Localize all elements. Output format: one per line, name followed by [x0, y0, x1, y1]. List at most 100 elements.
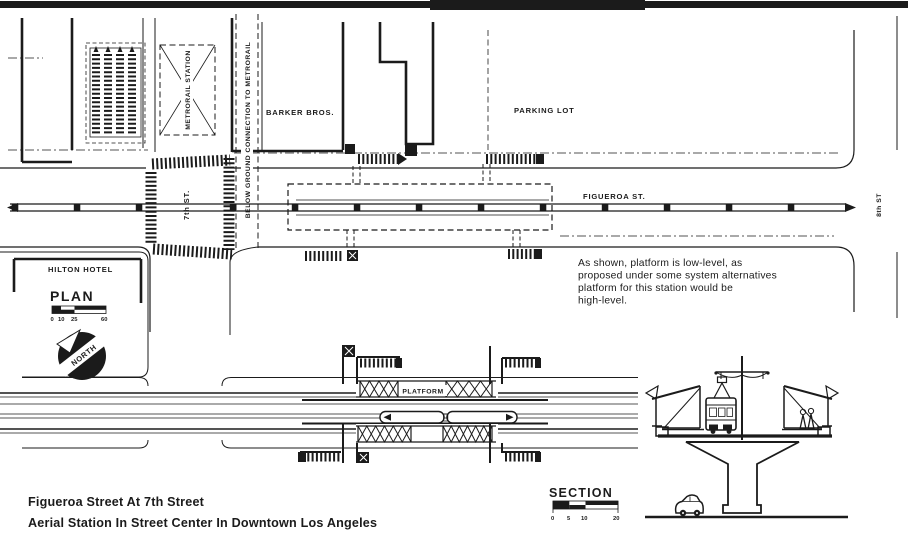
label-underlay [181, 48, 193, 132]
person-body [799, 414, 807, 430]
scale-tick: 10 [581, 516, 587, 522]
canopy-east [783, 384, 840, 429]
section-view: SECTION 0 5 10 20 [549, 356, 848, 522]
train-car [446, 410, 518, 424]
car-hub [682, 512, 684, 514]
column-marker [353, 204, 361, 211]
escalator-bank-outline [89, 47, 142, 138]
lrv-truck [723, 424, 732, 430]
column-marker [663, 204, 671, 211]
hilton-hotel-label: HILTON HOTEL [48, 265, 113, 274]
section-title-block: SECTION 0 5 10 20 [549, 486, 619, 522]
car-body [674, 494, 704, 514]
caption-line-1: Figueroa Street At 7th Street [28, 495, 205, 509]
car-window-lines [682, 496, 700, 502]
column-marker [73, 204, 81, 211]
column-marker [415, 204, 423, 211]
canopy-brace [663, 387, 701, 429]
below-ground-connection-label: BELOW GROUND CONNECTION TO METRORAIL [245, 42, 252, 218]
car-silhouette [674, 494, 704, 517]
lrv-wheel [710, 429, 716, 434]
canopy-outer-post [822, 398, 832, 427]
canopy-brace [783, 387, 821, 429]
buildings-group [8, 18, 489, 164]
south-curb-west [0, 246, 151, 332]
truss-chords-bottom [356, 425, 496, 443]
escalator-bank [85, 42, 146, 144]
north-arrow: NORTH [56, 328, 107, 380]
bottom-sidewalk-east [221, 439, 638, 449]
street-lines [0, 377, 638, 449]
platform-canopy-truss: PLATFORM [356, 379, 498, 444]
scale-seg [553, 501, 570, 509]
parking-lot-label: PARKING LOT [514, 106, 575, 115]
train-arrow-east-icon [506, 413, 514, 421]
person-head [807, 407, 815, 415]
light-rail-vehicle [705, 376, 737, 434]
hilton-block: HILTON HOTEL [0, 251, 149, 378]
pantograph-head [716, 376, 728, 384]
deck-parapet-east [817, 426, 831, 437]
sw-access-wall [300, 424, 358, 463]
nw-escalator-arrow-icon [398, 153, 407, 165]
canopy-roof [783, 385, 833, 400]
deck-parapet-west [655, 426, 669, 437]
caption-block: Figueroa Street At 7th Street Aerial Sta… [28, 495, 377, 530]
truss-lattice [445, 380, 493, 398]
guideway-arrow-west-icon [7, 203, 18, 212]
label-underlay [241, 26, 253, 236]
column-marker [725, 204, 733, 211]
station-footprint [287, 164, 553, 249]
below-ground-corridor: BELOW GROUND CONNECTION TO METRORAIL [235, 14, 259, 250]
note-line: As shown, platform is low-level, as [578, 258, 742, 269]
guideway [7, 203, 856, 212]
sw-access-connector [346, 230, 355, 249]
crosswalk-north [151, 154, 231, 170]
note-line: high-level. [578, 296, 627, 307]
canopy-outer-post [652, 398, 662, 427]
platform-label-underlay [399, 385, 447, 396]
escalator-end [298, 452, 306, 462]
section-structure [644, 356, 848, 519]
north-curb-east [234, 30, 855, 169]
top-sidewalk-east [221, 377, 638, 387]
column-marker [787, 204, 795, 211]
metrorail-box-outline [159, 44, 216, 136]
lrv-wheel [726, 429, 732, 434]
eighth-st-label: 8th ST [876, 193, 883, 217]
train-vehicles [379, 410, 518, 424]
scale-seg [585, 501, 618, 505]
person-body [807, 413, 815, 430]
section-title: SECTION [549, 486, 613, 500]
lrv-window [726, 407, 733, 417]
plan-title: PLAN [50, 288, 94, 304]
se-escalator-end [534, 249, 542, 259]
pier-column [685, 441, 800, 514]
note-line: proposed under some system alternatives [578, 271, 777, 282]
canopy-tip-icon [825, 384, 840, 400]
scan-artifact-bar [0, 0, 908, 10]
bottom-sidewalk-west [22, 439, 149, 449]
platform-access-escalators [298, 345, 541, 463]
building-stair-core [405, 144, 417, 156]
nw-access-connector [352, 166, 361, 184]
caption-line-2: Aerial Station In Street Center In Downt… [28, 516, 377, 530]
lrv-window [718, 407, 726, 417]
scale-tick: 20 [613, 516, 619, 522]
se-access-wall [489, 424, 540, 463]
metrorail-station-label: METRORAIL STATION [185, 50, 192, 130]
scale-seg [52, 306, 61, 314]
top-bar-thick [430, 0, 645, 10]
lrv-body [705, 397, 737, 431]
station-plan: PLATFORM [0, 345, 638, 463]
lrv-truck [709, 424, 718, 430]
column-marker [477, 204, 485, 211]
scale-tick: 0 [51, 317, 54, 323]
plan-scale-bar: 0 10 25 60 [51, 305, 107, 323]
ne-escalator-end [536, 154, 544, 164]
column-marker [135, 204, 143, 211]
seventh-st-east-curb-south [229, 246, 259, 335]
platform-edge-lines [296, 199, 549, 216]
truss-lattice [357, 424, 412, 444]
streets-group [0, 16, 898, 335]
